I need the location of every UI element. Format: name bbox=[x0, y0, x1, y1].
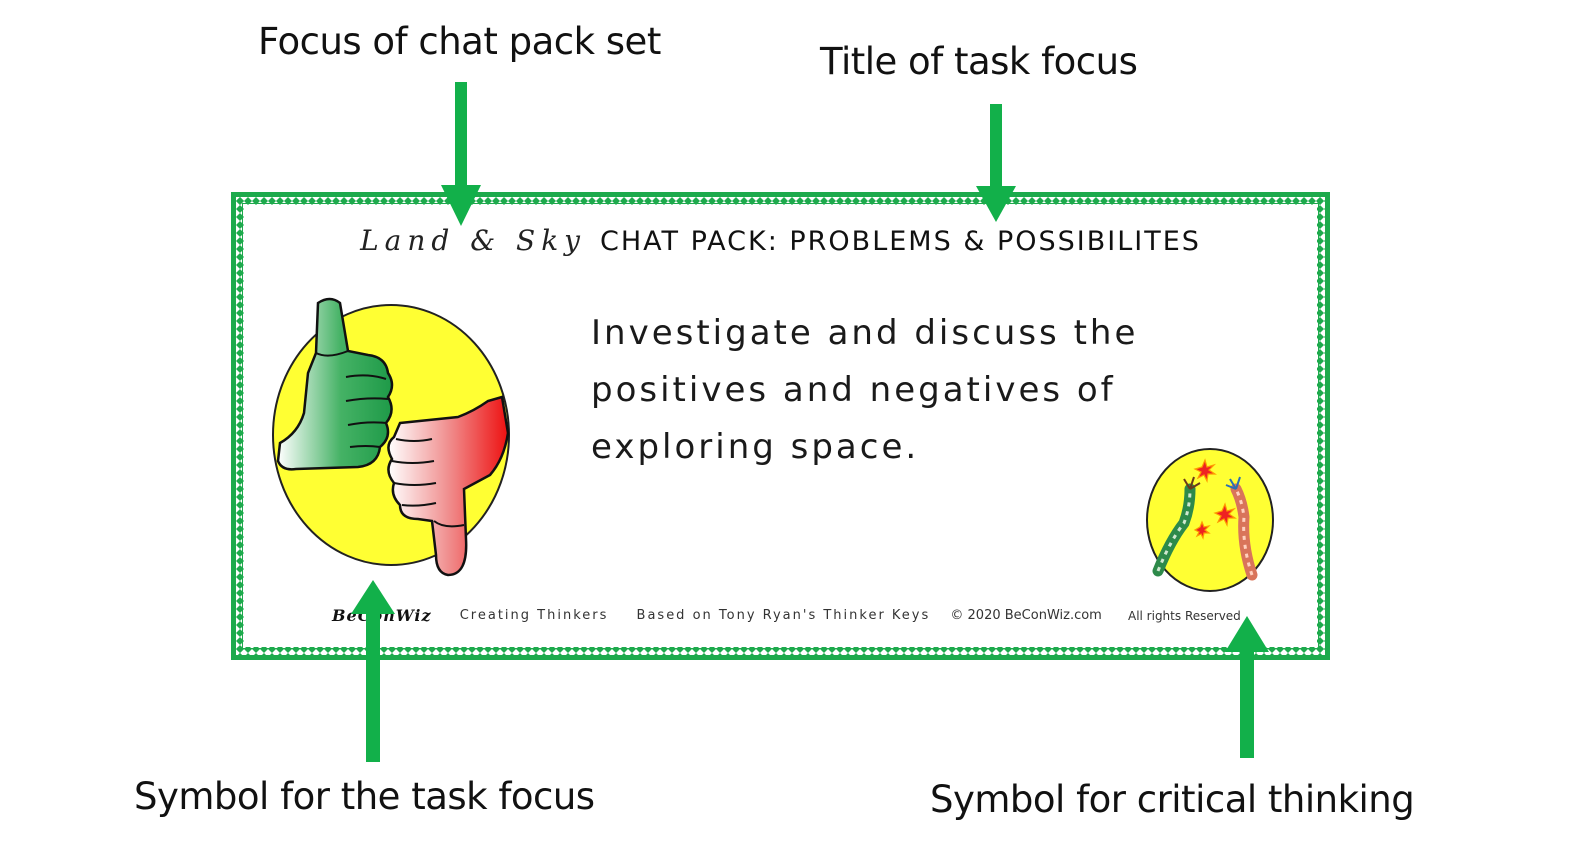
arrow-to-pack-title bbox=[976, 104, 1016, 222]
card-footer: BeConWiz Creating Thinkers Based on Tony… bbox=[332, 606, 1241, 625]
thumbs-up-thumbs-down-icon bbox=[272, 297, 510, 577]
task-text: Investigate and discuss the positives an… bbox=[591, 313, 1139, 467]
callout-title-of-task: Title of task focus bbox=[820, 40, 1138, 83]
footer-rights: All rights Reserved bbox=[1127, 608, 1241, 623]
card-inner-border bbox=[242, 203, 1319, 649]
callout-symbol-critical: Symbol for critical thinking bbox=[930, 778, 1415, 821]
arrow-to-task-symbol bbox=[351, 580, 395, 762]
callout-symbol-task: Symbol for the task focus bbox=[134, 775, 595, 818]
card-title: Land & Sky CHAT PACK: PROBLEMS & POSSIBIL… bbox=[236, 224, 1325, 257]
chat-pack-card: Land & Sky CHAT PACK: PROBLEMS & POSSIBIL… bbox=[231, 192, 1330, 660]
card-diamond-border bbox=[236, 197, 1325, 655]
pack-title: CHAT PACK: PROBLEMS & POSSIBILITES bbox=[600, 226, 1201, 257]
arrow-to-set-name bbox=[441, 82, 481, 226]
set-name: Land & Sky bbox=[360, 224, 586, 257]
arrow-to-critical-symbol bbox=[1225, 616, 1269, 758]
footer-based-on: Based on Tony Ryan's Thinker Keys bbox=[636, 608, 931, 623]
critical-thinking-wires-icon bbox=[1146, 448, 1274, 592]
callout-focus-of-set: Focus of chat pack set bbox=[258, 20, 661, 63]
footer-tagline: Creating Thinkers bbox=[459, 608, 609, 623]
footer-copyright: © 2020 BeConWiz.com bbox=[950, 608, 1102, 623]
